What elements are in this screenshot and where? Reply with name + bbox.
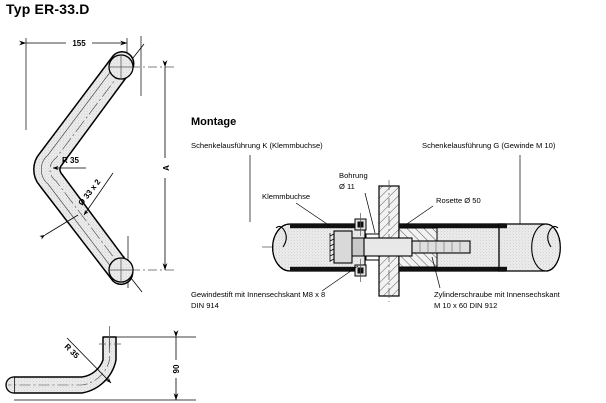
callout-rosette-label: Rosette Ø 50 — [436, 196, 481, 205]
zylinderschraube-thread-ticks — [419, 241, 461, 253]
callout-gewindestift-leader — [321, 265, 359, 292]
rosette-part — [498, 223, 561, 272]
callout-bohrung: Bohrung Ø 11 — [339, 171, 376, 234]
tube-left-break-symbol — [272, 223, 291, 272]
callout-rosette: Rosette Ø 50 — [403, 196, 481, 227]
dimension-90: 90 — [169, 330, 183, 401]
callout-rosette-leader — [403, 205, 434, 227]
dimension-R35-bottom-leader — [66, 337, 112, 384]
dimension-A-label: A — [162, 165, 171, 171]
callout-klemmbuchse: Klemmbuchse — [262, 192, 331, 227]
klemmbuchse-collar — [351, 237, 365, 257]
dimension-A-text-bg — [158, 158, 172, 178]
montage-section: Montage Schenkelausführung K (Klemmbuchs… — [191, 116, 561, 310]
rosette-wall-top — [499, 224, 507, 229]
dimension-155-label: 155 — [72, 39, 86, 48]
l-bracket-top-crosshair — [99, 326, 121, 351]
variant-leader-lines — [249, 155, 521, 224]
l-bracket-bore-centerline — [8, 337, 110, 386]
dimension-90-label: 90 — [172, 364, 181, 373]
dimension-R35: R 35 — [52, 156, 86, 171]
variant-label-right: Schenkelausführung G (Gewinde M 10) — [422, 141, 556, 150]
tube-left-wall-top — [290, 224, 365, 229]
dimension-90-text-bg — [169, 360, 183, 378]
callout-bohrung-leader — [364, 192, 376, 234]
dimension-tube-section-leader — [83, 172, 114, 216]
callout-klemmbuchse-leader — [295, 202, 331, 227]
callout-bohrung-label-line2: Ø 11 — [339, 182, 355, 191]
klemmbuchse-knurl — [329, 233, 335, 262]
page-title: Typ ER-33.D — [6, 1, 90, 17]
callout-zylinderschraube: Zylinderschraube mit Innensechskant M 10… — [431, 256, 561, 310]
left-view: 155 A — [19, 36, 175, 293]
v-bracket-inner-bore-center — [49, 67, 125, 272]
v-bracket-lower-leader — [39, 214, 79, 240]
dimension-155: 155 — [19, 36, 128, 48]
l-bracket-tube-body — [13, 336, 117, 394]
callout-zylinderschraube-label-line2: M 10 x 60 DIN 912 — [434, 301, 497, 310]
callout-zylinderschraube-label-line1: Zylinderschraube mit Innensechskant — [434, 290, 561, 299]
callout-gewindestift-label-line2: DIN 914 — [191, 301, 219, 310]
left-view-centerlines — [131, 66, 175, 271]
tube-left-wall-bottom — [290, 266, 365, 271]
callout-bohrung-label-line1: Bohrung — [339, 171, 368, 180]
bottom-view-witness-lines — [14, 336, 196, 401]
klemmbuchse-body — [333, 230, 353, 264]
callout-klemmbuchse-label: Klemmbuchse — [262, 192, 310, 201]
gewindestift-pair — [354, 213, 367, 282]
dimension-R35-label: R 35 — [62, 156, 79, 165]
callout-gewindestift-label-line1: Gewindestift mit Innensechskant M8 x 8 — [191, 290, 325, 299]
callout-gewindestift: Gewindestift mit Innensechskant M8 x 8 D… — [191, 265, 359, 310]
v-bracket-inner-bore-outer — [40, 62, 119, 277]
dimension-155-text-bg — [66, 36, 92, 48]
variant-label-left: Schenkelausführung K (Klemmbuchse) — [191, 141, 323, 150]
v-bracket-end-ticks — [130, 43, 145, 293]
zylinderschraube-part — [363, 237, 471, 257]
zylinderschraube-shank — [411, 240, 471, 254]
v-bracket-end-cap-marks — [110, 56, 133, 281]
dimension-A: A — [158, 60, 172, 271]
rosette-wall-bottom — [499, 266, 507, 271]
zylinderschraube-head — [363, 237, 413, 257]
tube-right-wall-bottom — [399, 266, 505, 271]
montage-heading: Montage — [191, 116, 236, 128]
klemmbuchse-part — [329, 230, 365, 264]
tube-right-wall-top — [399, 224, 505, 229]
rosette-break-symbol — [531, 223, 559, 272]
callout-zylinderschraube-leader — [431, 256, 441, 289]
